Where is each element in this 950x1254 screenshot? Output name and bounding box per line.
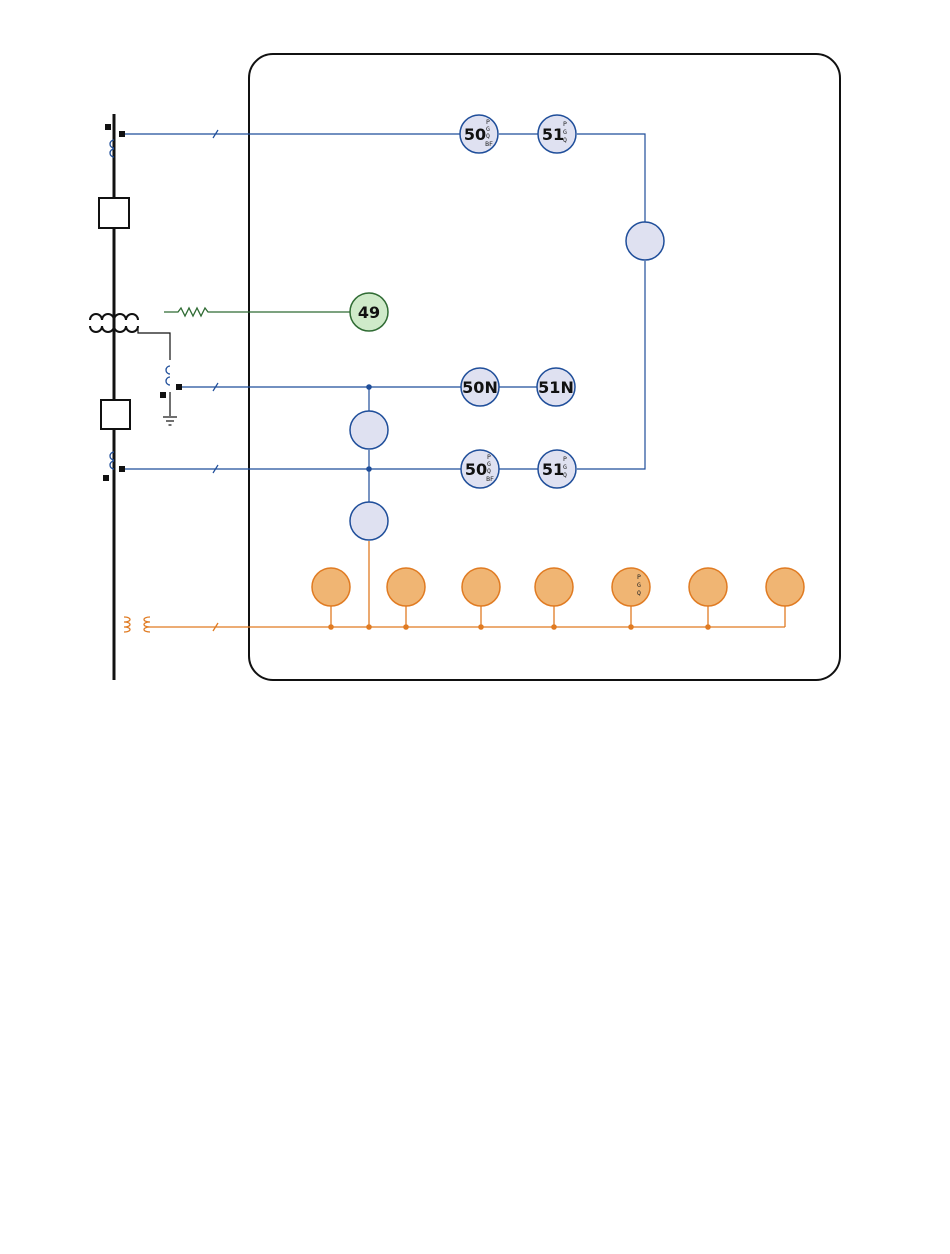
- device-hv-50: 50 P G Q BF: [460, 115, 498, 153]
- svg-text:Q: Q: [486, 132, 490, 140]
- svg-text:G: G: [637, 581, 641, 589]
- voltage-element-5: P G Q: [612, 568, 650, 606]
- device-lv-50: 50 P G Q BF: [461, 450, 499, 488]
- svg-text:G: G: [563, 463, 567, 471]
- svg-text:Q: Q: [563, 471, 567, 479]
- rtd-resistor-icon: [164, 308, 350, 316]
- svg-text:P: P: [637, 573, 641, 581]
- device-hv-51-label: 51: [542, 125, 564, 144]
- device-neutral-51n: 51N: [537, 368, 575, 406]
- device-differential: [626, 222, 664, 260]
- device-restricted-earth-fault: [350, 411, 388, 449]
- junction-dot: [366, 466, 372, 472]
- device-neutral-51n-label: 51N: [538, 378, 574, 397]
- device-hv-51: 51 P G Q: [538, 115, 576, 153]
- voltage-element-7: [766, 568, 804, 606]
- svg-text:BF: BF: [486, 475, 494, 483]
- svg-text:P: P: [563, 455, 567, 463]
- power-transformer: [90, 314, 170, 360]
- voltage-element-3: [462, 568, 500, 606]
- device-lv-51-label: 51: [542, 460, 564, 479]
- hv-breaker: [99, 198, 129, 228]
- device-thermal-49-label: 49: [358, 303, 380, 322]
- svg-text:Q: Q: [637, 589, 641, 597]
- svg-text:Q: Q: [563, 136, 567, 144]
- device-lv-50-label: 50: [465, 460, 487, 479]
- junction-dot: [366, 384, 372, 390]
- voltage-element-1: [312, 568, 350, 606]
- device-thermal-49: 49: [350, 293, 388, 331]
- voltage-element-4: [535, 568, 573, 606]
- svg-text:Q: Q: [487, 467, 491, 475]
- svg-text:G: G: [563, 128, 567, 136]
- device-hv-50-label: 50: [464, 125, 486, 144]
- lv-breaker: [101, 400, 130, 429]
- device-neutral-50n: 50N: [461, 368, 499, 406]
- vt-icon: [124, 617, 150, 632]
- neutral-ct-icon: [160, 366, 182, 398]
- svg-text:P: P: [563, 120, 567, 128]
- voltage-element-6: [689, 568, 727, 606]
- svg-text:BF: BF: [485, 140, 493, 148]
- device-lv-extra: [350, 502, 388, 540]
- voltage-element-2: [387, 568, 425, 606]
- device-neutral-50n-label: 50N: [462, 378, 498, 397]
- device-lv-51: 51 P G Q: [538, 450, 576, 488]
